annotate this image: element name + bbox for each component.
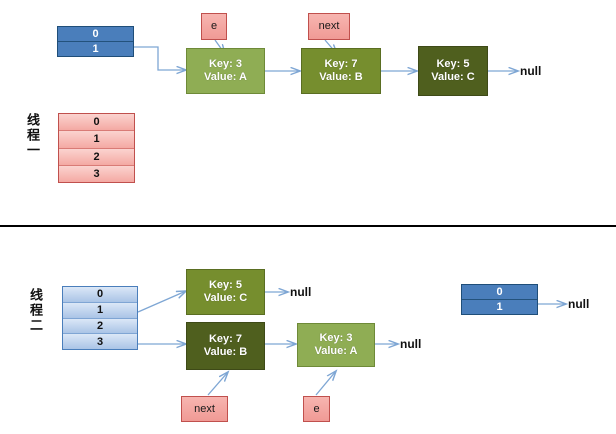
bottom-node-key3-value: Value: A xyxy=(314,345,358,357)
bottom-node-key7-value: Value: B xyxy=(203,346,248,358)
bottom-null-label-key5: null xyxy=(290,285,312,299)
section-divider xyxy=(0,225,616,227)
bottom-hash-cell-0[interactable]: 0 xyxy=(63,287,137,303)
top-tag-e[interactable]: e xyxy=(201,13,227,40)
hash-cell-1[interactable]: 1 xyxy=(59,131,134,149)
bottom-bucket-cell-1[interactable]: 1 xyxy=(462,300,537,314)
top-node-key5-key: Key: 5 xyxy=(436,58,470,71)
bottom-null-label-key3: null xyxy=(400,337,422,351)
connector-group-top xyxy=(134,39,518,71)
top-node-key5-value: Value: C xyxy=(431,71,475,83)
top-bucket-table[interactable]: 0 1 xyxy=(57,26,134,57)
bottom-tag-next-label: next xyxy=(194,402,215,415)
bucket-cell-1[interactable]: 1 xyxy=(58,42,133,56)
bottom-node-key5-key: Key: 5 xyxy=(208,279,243,292)
bottom-tag-next[interactable]: next xyxy=(181,396,228,422)
edge-bucket1-to-key3 xyxy=(134,46,186,70)
hash-cell-0[interactable]: 0 xyxy=(59,114,134,132)
bottom-hash-cell-2[interactable]: 2 xyxy=(63,318,137,335)
top-tag-e-label: e xyxy=(210,20,218,33)
bottom-hash-cell-3[interactable]: 3 xyxy=(63,334,137,349)
thread-label-two: 线程二 xyxy=(27,288,42,333)
bucket-cell-0[interactable]: 0 xyxy=(58,27,133,42)
top-node-key7[interactable]: Key: 7 Value: B xyxy=(301,48,381,94)
bottom-tag-e[interactable]: e xyxy=(303,396,330,422)
top-null-label: null xyxy=(520,64,542,78)
hash-cell-2[interactable]: 2 xyxy=(59,148,134,166)
bottom-node-key5-value: Value: C xyxy=(203,292,248,304)
edge-row1-to-key5 xyxy=(137,291,186,313)
thread-label-one: 线程一 xyxy=(24,113,39,158)
hash-cell-3[interactable]: 3 xyxy=(59,165,134,182)
bottom-bucket-table[interactable]: 0 1 xyxy=(461,284,538,315)
bottom-hash-table[interactable]: 0 1 2 3 xyxy=(62,286,138,350)
bottom-node-key7[interactable]: Key: 7 Value: B xyxy=(186,322,265,370)
top-tag-next[interactable]: next xyxy=(308,13,350,40)
top-node-key5[interactable]: Key: 5 Value: C xyxy=(418,46,488,96)
top-node-key3-value: Value: A xyxy=(204,71,247,83)
bottom-node-key5[interactable]: Key: 5 Value: C xyxy=(186,269,265,315)
bottom-hash-cell-1[interactable]: 1 xyxy=(63,302,137,319)
edge-tag-e-to-key3-b xyxy=(315,371,336,396)
bottom-node-key7-key: Key: 7 xyxy=(208,333,243,346)
top-node-key7-key: Key: 7 xyxy=(324,58,358,71)
top-node-key7-value: Value: B xyxy=(319,71,363,83)
top-hash-table[interactable]: 0 1 2 3 xyxy=(58,113,135,183)
edge-tag-next-to-key7-b xyxy=(207,372,228,396)
top-node-key3-key: Key: 3 xyxy=(208,58,243,71)
top-tag-next-label: next xyxy=(318,20,340,33)
bottom-bucket-cell-0[interactable]: 0 xyxy=(462,285,537,300)
top-node-key3[interactable]: Key: 3 Value: A xyxy=(186,48,265,94)
connector-group-bottom xyxy=(137,291,566,396)
bottom-null-label-bucket: null xyxy=(568,297,590,311)
bottom-node-key3-key: Key: 3 xyxy=(319,332,353,345)
bottom-node-key3[interactable]: Key: 3 Value: A xyxy=(297,323,375,367)
bottom-tag-e-label: e xyxy=(313,402,320,415)
